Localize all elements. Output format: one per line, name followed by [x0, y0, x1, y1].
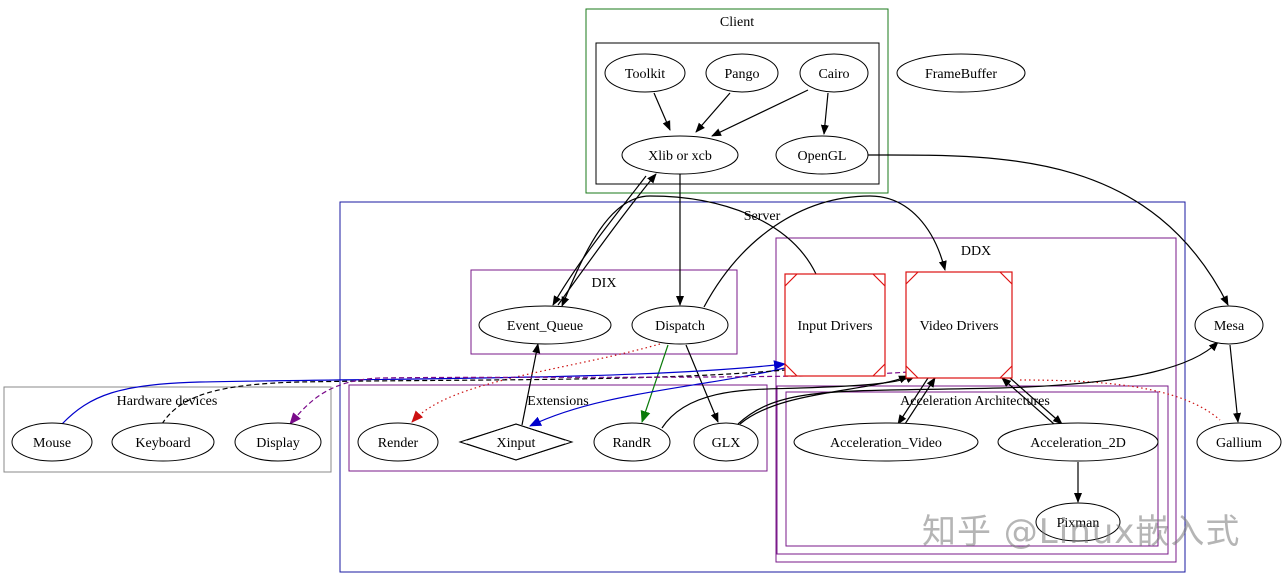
cluster-acceleration-label: Acceleration Architectures	[900, 394, 1050, 409]
edge-inputdrivers-xinput	[529, 367, 786, 427]
edge-accel2d-videodrivers	[1001, 377, 1055, 425]
node-toolkit-label: Toolkit	[625, 67, 665, 82]
edge-videodrivers-display	[289, 371, 909, 425]
node-pango: Pango	[705, 53, 779, 93]
cluster-extensions: Extensions	[348, 384, 768, 472]
edge-pango-xlib	[695, 92, 731, 133]
node-randr: RandR	[593, 422, 671, 462]
node-xinput: Xinput	[458, 423, 574, 461]
edge-mesa-gallium	[1229, 344, 1242, 423]
cluster-server-label: Server	[744, 209, 781, 224]
node-accel-2d: Acceleration_2D	[997, 422, 1159, 462]
cluster-server: Server	[339, 201, 1186, 573]
edge-keyboard-inputdrivers	[161, 369, 786, 425]
node-dispatch-label: Dispatch	[655, 319, 705, 334]
edge-mouse-inputdrivers	[61, 360, 786, 425]
cluster-hardware-label: Hardware devices	[117, 394, 218, 409]
cluster-dix-label: DIX	[592, 276, 617, 291]
node-randr-label: RandR	[613, 436, 653, 451]
node-cairo-label: Cairo	[818, 67, 849, 82]
cluster-ddx: DDX	[775, 237, 1177, 563]
node-framebuffer: FrameBuffer	[896, 53, 1026, 93]
edge-accelvideo-videodrivers	[904, 377, 936, 425]
node-video-drivers-label: Video Drivers	[920, 319, 999, 334]
edge-cairo-opengl	[820, 92, 829, 135]
node-keyboard: Keyboard	[111, 422, 215, 462]
edge-xlib-eventqueue	[552, 175, 647, 306]
node-opengl: OpenGL	[775, 135, 869, 175]
node-mesa: Mesa	[1194, 305, 1264, 345]
node-glx: GLX	[693, 422, 759, 462]
node-display-label: Display	[256, 436, 300, 451]
node-input-drivers: Input Drivers	[784, 273, 886, 377]
node-input-drivers-label: Input Drivers	[797, 319, 872, 334]
node-mouse-label: Mouse	[33, 436, 71, 451]
edge-cairo-xlib	[711, 89, 809, 137]
nodes: Toolkit Pango Cairo Xlib or xcb OpenGL F…	[11, 53, 1282, 542]
cluster-extensions-label: Extensions	[527, 394, 588, 409]
edge-dispatch-videodrivers	[703, 195, 947, 308]
cluster-ddx-label: DDX	[961, 244, 991, 259]
watermark-text: 知乎 @Linux嵌入式	[922, 512, 1241, 552]
node-pango-label: Pango	[725, 67, 760, 82]
edge-videodrivers-accelvideo	[897, 377, 929, 425]
node-pixman-label: Pixman	[1057, 516, 1100, 531]
node-dispatch: Dispatch	[631, 305, 729, 345]
node-video-drivers: Video Drivers	[905, 271, 1013, 379]
node-render-label: Render	[378, 436, 419, 451]
node-cairo: Cairo	[799, 53, 869, 93]
node-accel-video: Acceleration_Video	[793, 422, 979, 462]
node-gallium: Gallium	[1196, 422, 1282, 462]
cluster-hardware: Hardware devices	[3, 386, 332, 473]
edge-opengl-mesa	[867, 154, 1229, 306]
edge-glx-mesa	[737, 341, 1219, 425]
node-opengl-label: OpenGL	[798, 149, 847, 164]
node-mouse: Mouse	[11, 422, 93, 462]
edge-xinput-eventqueue	[521, 343, 541, 426]
client-inner-box	[595, 42, 880, 185]
edge-dispatch-randr	[640, 344, 669, 423]
node-keyboard-label: Keyboard	[135, 436, 190, 451]
edge-inputdrivers-eventqueue	[561, 195, 817, 307]
node-glx-label: GLX	[712, 436, 741, 451]
node-render: Render	[357, 422, 439, 462]
edge-toolkit-xlib	[653, 92, 671, 131]
node-pixman: Pixman	[1035, 502, 1121, 542]
node-xinput-label: Xinput	[497, 436, 536, 451]
cluster-client: Client	[585, 8, 889, 194]
node-accel-2d-label: Acceleration_2D	[1030, 436, 1126, 451]
node-accel-video-label: Acceleration_Video	[830, 436, 942, 451]
node-mesa-label: Mesa	[1214, 319, 1245, 334]
cluster-dix: DIX	[470, 269, 738, 355]
node-toolkit: Toolkit	[604, 53, 686, 93]
node-xlib-label: Xlib or xcb	[648, 149, 712, 164]
node-event-queue: Event_Queue	[478, 305, 612, 345]
node-framebuffer-label: FrameBuffer	[925, 67, 997, 82]
edge-glx-videodrivers	[739, 375, 909, 425]
cluster-acceleration: Acceleration Architectures	[776, 385, 1169, 555]
edge-dispatch-render	[411, 343, 661, 423]
cluster-client-label: Client	[720, 15, 754, 30]
edges	[61, 89, 1242, 503]
node-gallium-label: Gallium	[1216, 436, 1262, 451]
edge-videodrivers-accel2d	[1009, 377, 1063, 425]
node-xlib: Xlib or xcb	[621, 135, 739, 175]
node-display: Display	[234, 422, 322, 462]
node-event-queue-label: Event_Queue	[507, 319, 583, 334]
